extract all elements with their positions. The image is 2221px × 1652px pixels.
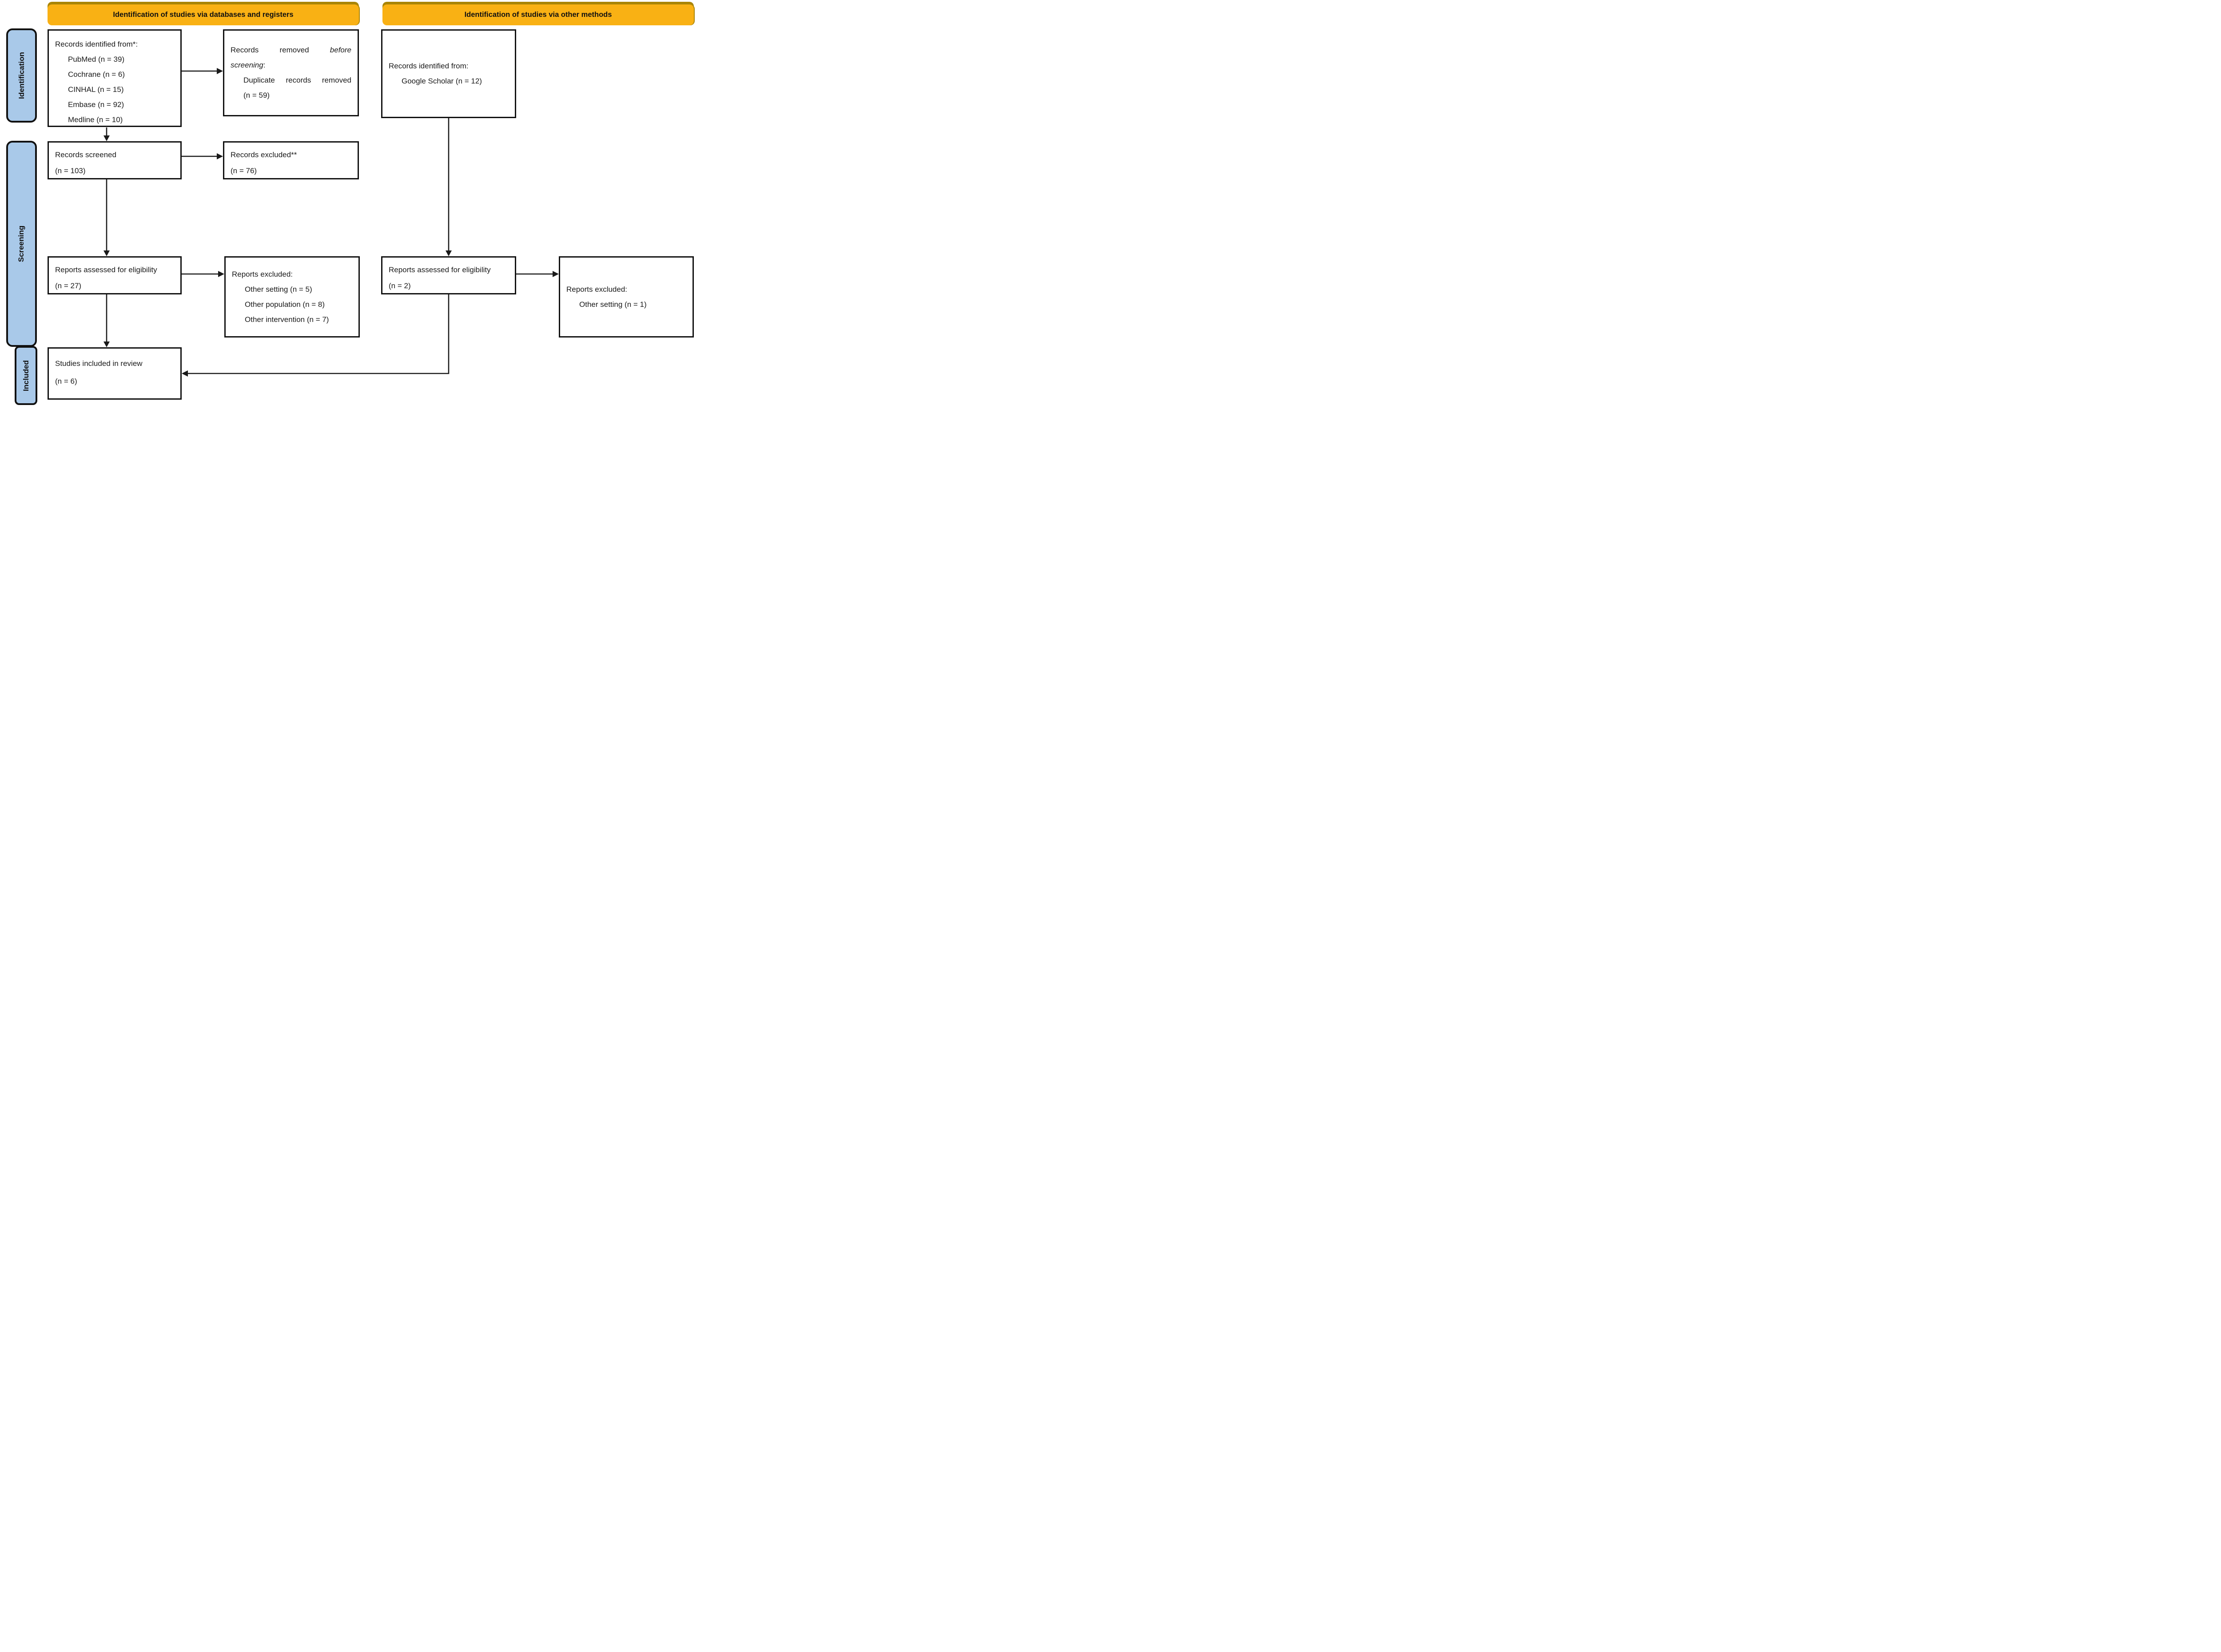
box-studies-included: Studies included in review (n = 6) [48,347,182,400]
records-screened-count: (n = 103) [55,167,86,175]
stage-screening: Screening [6,141,37,347]
box-records-excluded: Records excluded** (n = 76) [223,141,359,179]
arrow-identified-to-removed [182,68,223,74]
records-removed-line1: Records removed before [231,46,351,54]
studies-included-count: (n = 6) [55,377,77,385]
reports-assessed-db-label: Reports assessed for eligibility [55,266,157,274]
records-identified-item: CINHAL (n = 15) [68,85,124,94]
reports-excluded-db-item: Other intervention (n = 7) [245,315,329,324]
records-removed-line2: screening: [231,61,266,69]
records-screened-label: Records screened [55,151,116,159]
stage-included-label: Included [21,360,30,391]
box-reports-assessed-databases: Reports assessed for eligibility (n = 27… [48,256,182,294]
arrow-identified-to-screened [103,127,110,141]
arrow-assessed-to-reports-excluded [182,271,224,277]
records-identified-item: PubMed (n = 39) [68,55,125,64]
records-identified-title: Records identified from*: [55,40,138,48]
reports-excluded-other-title: Reports excluded: [566,285,628,294]
records-identified-other-title: Records identified from: [389,62,469,70]
box-reports-excluded-databases: Reports excluded: Other setting (n = 5) … [224,256,360,338]
records-identified-item: Medline (n = 10) [68,115,123,124]
box-reports-assessed-other-methods: Reports assessed for eligibility (n = 2) [381,256,516,294]
box-records-removed-before-screening: Records removed before screening: Duplic… [223,29,359,116]
studies-included-label: Studies included in review [55,359,143,368]
banner-other-label: Identification of studies via other meth… [464,11,612,19]
records-identified-item: Embase (n = 92) [68,100,124,109]
box-records-identified-databases: Records identified from*: PubMed (n = 39… [48,29,182,127]
records-identified-other-item: Google Scholar (n = 12) [402,77,482,85]
records-removed-line3: Duplicate records removed [243,76,351,84]
records-removed-count: (n = 59) [243,91,270,99]
reports-excluded-db-title: Reports excluded: [232,270,293,278]
arrow-screened-to-assessed [103,179,110,256]
stage-included: Included [15,346,37,405]
records-excluded-label: Records excluded** [231,151,297,159]
arrow-assessed-to-included [103,294,110,347]
arrow-screened-to-excluded [182,153,223,159]
stage-identification-label: Identification [17,52,26,99]
reports-assessed-db-count: (n = 27) [55,282,82,290]
banner-databases-label: Identification of studies via databases … [113,11,294,19]
box-records-identified-other-methods: Records identified from: Google Scholar … [381,29,516,118]
box-records-screened: Records screened (n = 103) [48,141,182,179]
reports-assessed-other-count: (n = 2) [389,282,411,290]
prisma-flow-diagram: Identification of studies via databases … [0,0,712,413]
arrow-scholar-to-assessed [446,118,452,256]
arrow-assessed-other-to-excluded [516,271,559,277]
records-identified-item: Cochrane (n = 6) [68,70,125,79]
banner-databases-registers: Identification of studies via databases … [48,4,359,25]
banner-other-methods: Identification of studies via other meth… [382,4,694,25]
reports-assessed-other-label: Reports assessed for eligibility [389,266,491,274]
stage-screening-label: Screening [17,225,26,262]
reports-excluded-other-item: Other setting (n = 1) [579,300,647,309]
box-reports-excluded-other-methods: Reports excluded: Other setting (n = 1) [559,256,694,338]
records-excluded-count: (n = 76) [231,167,257,175]
reports-excluded-db-item: Other setting (n = 5) [245,285,312,294]
stage-identification: Identification [6,28,37,123]
reports-excluded-db-item: Other population (n = 8) [245,300,325,309]
